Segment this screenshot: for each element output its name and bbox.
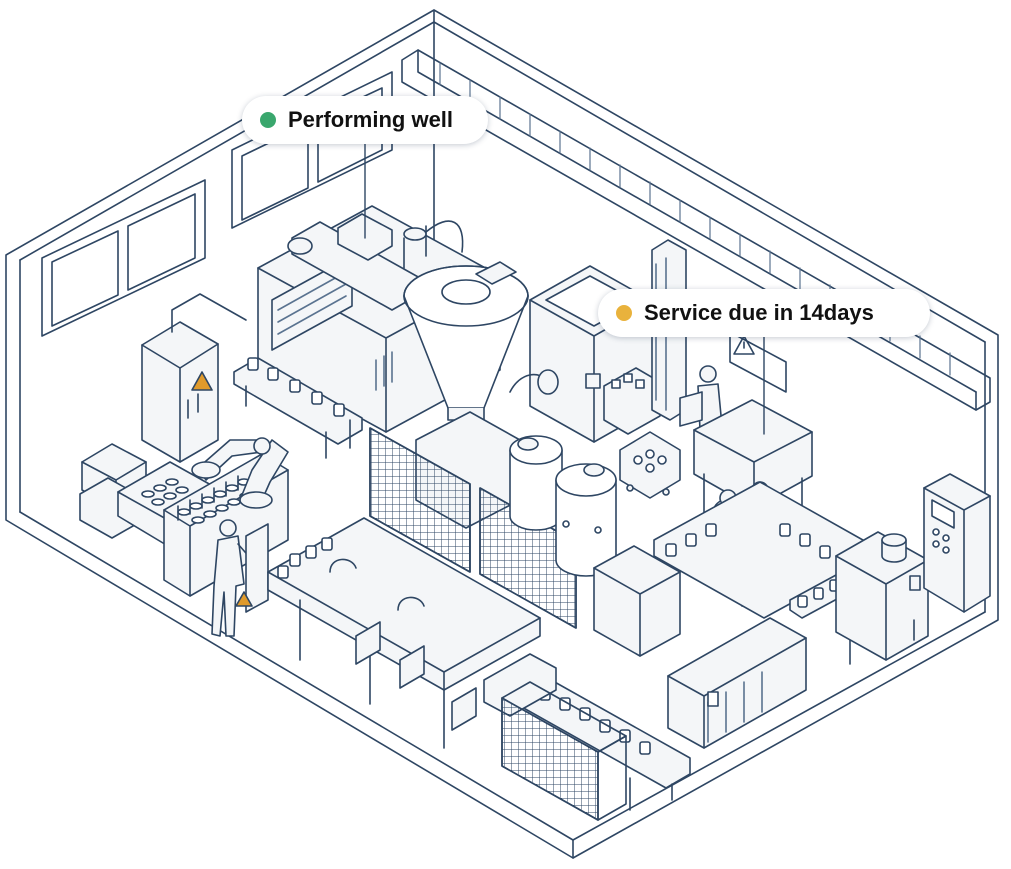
- status-dot-good: [260, 112, 276, 128]
- front-mesh-cabinet: [501, 681, 627, 821]
- ceiling-duct: [401, 49, 991, 411]
- status-callout-performing: Performing well: [242, 96, 488, 144]
- worker-left: [211, 519, 269, 637]
- room-walls: [5, 9, 999, 859]
- status-label-service: Service due in 14days: [644, 300, 874, 325]
- packaging-machine: [667, 617, 807, 749]
- electrical-cabinet: [141, 293, 247, 463]
- control-panel: [923, 473, 991, 613]
- conveyor-upper: [233, 357, 363, 459]
- storage-tanks: [509, 435, 617, 577]
- filler-machine: [509, 239, 687, 443]
- sealer-unit: [835, 531, 929, 665]
- callout-leaders: [364, 143, 765, 435]
- utility-box: [593, 545, 681, 657]
- status-dot-warning: [616, 305, 632, 321]
- can-trays-cart: [619, 431, 681, 499]
- status-label-performing: Performing well: [288, 107, 454, 132]
- safety-mesh-guard: [369, 427, 577, 629]
- conveyor-main: [267, 517, 557, 749]
- status-callout-service: Service due in 14days: [598, 289, 930, 337]
- wall-warning-sign: [729, 331, 787, 393]
